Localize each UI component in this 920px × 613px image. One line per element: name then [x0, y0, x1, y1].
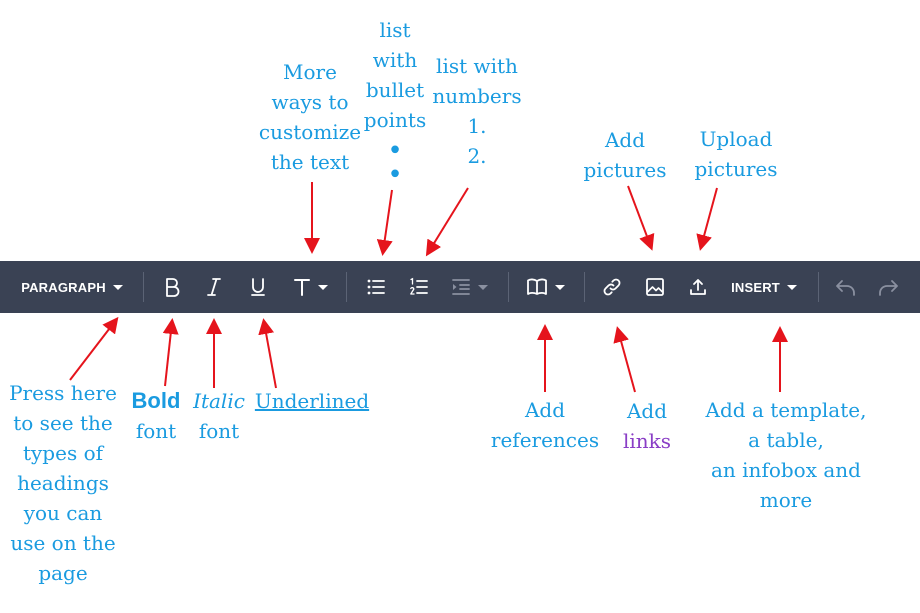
italic-icon — [207, 278, 221, 296]
editor-toolbar: PARAGRAPH — [0, 261, 920, 313]
add-pictures-annotation: Add pictures — [583, 128, 667, 182]
chevron-down-icon — [112, 284, 123, 290]
references-annotation: Add references — [490, 398, 600, 452]
underline-button[interactable] — [244, 261, 272, 313]
italic-annotation: Italic font — [193, 389, 245, 443]
bullet-list-button[interactable] — [362, 261, 390, 313]
image-button[interactable] — [641, 261, 669, 313]
bold-annotation: Bold font — [131, 388, 181, 443]
text-style-icon — [293, 279, 310, 296]
bold-button[interactable] — [158, 261, 186, 313]
bullet-list-icon — [367, 279, 385, 295]
underline-annotation: Underlined — [254, 389, 370, 413]
arrow-links — [613, 326, 636, 393]
upload-button[interactable] — [684, 261, 712, 313]
arrow-underline — [258, 318, 277, 389]
bullet-dot: • — [387, 136, 403, 166]
arrow-upload-pictures — [696, 187, 718, 251]
toolbar-divider — [508, 272, 509, 302]
numbered-list-annotation: list with numbers 1. 2. — [432, 54, 522, 168]
numbered-list-button[interactable] — [405, 261, 433, 313]
arrow-bullet-list — [376, 189, 393, 256]
paragraph-annotation: Press here to see the types of headings … — [9, 381, 117, 585]
insert-dropdown[interactable]: INSERT — [726, 261, 802, 313]
redo-icon — [879, 280, 898, 296]
indent-dropdown[interactable] — [448, 261, 490, 313]
arrow-add-pictures — [627, 185, 655, 251]
toolbar-divider — [818, 272, 819, 302]
undo-button[interactable] — [832, 261, 860, 313]
chevron-down-icon — [317, 284, 328, 290]
indent-icon — [451, 279, 470, 295]
underline-icon — [251, 278, 265, 296]
toolbar-divider — [346, 272, 347, 302]
numbered-list-icon — [410, 277, 428, 295]
bold-icon — [166, 278, 180, 297]
arrow-bold — [162, 318, 179, 387]
text-style-dropdown[interactable] — [288, 261, 332, 313]
paragraph-label: PARAGRAPH — [21, 279, 106, 295]
upload-pictures-annotation: Upload pictures — [694, 127, 778, 181]
image-icon — [646, 278, 664, 296]
bullet-list-annotation: list with bullet points • • — [360, 15, 430, 190]
chevron-down-icon — [477, 284, 488, 290]
insert-label: INSERT — [731, 279, 780, 295]
text-style-annotation: More ways to customize the text — [258, 60, 362, 174]
arrow-numbered-list — [425, 187, 469, 257]
book-icon — [526, 278, 547, 295]
toolbar-divider — [143, 272, 144, 302]
link-icon — [603, 278, 621, 296]
italic-button[interactable] — [200, 261, 228, 313]
upload-icon — [690, 279, 706, 295]
references-dropdown[interactable] — [524, 261, 566, 313]
link-button[interactable] — [598, 261, 626, 313]
bullet-dot: • — [387, 160, 403, 190]
undo-icon — [836, 280, 855, 296]
redo-button[interactable] — [874, 261, 902, 313]
paragraph-dropdown[interactable]: PARAGRAPH — [14, 261, 130, 313]
links-annotation: Add links — [622, 399, 672, 453]
arrow-paragraph — [69, 316, 119, 381]
chevron-down-icon — [786, 284, 797, 290]
chevron-down-icon — [554, 284, 565, 290]
insert-annotation: Add a template, a table, an infobox and … — [705, 398, 867, 512]
toolbar-divider — [584, 272, 585, 302]
